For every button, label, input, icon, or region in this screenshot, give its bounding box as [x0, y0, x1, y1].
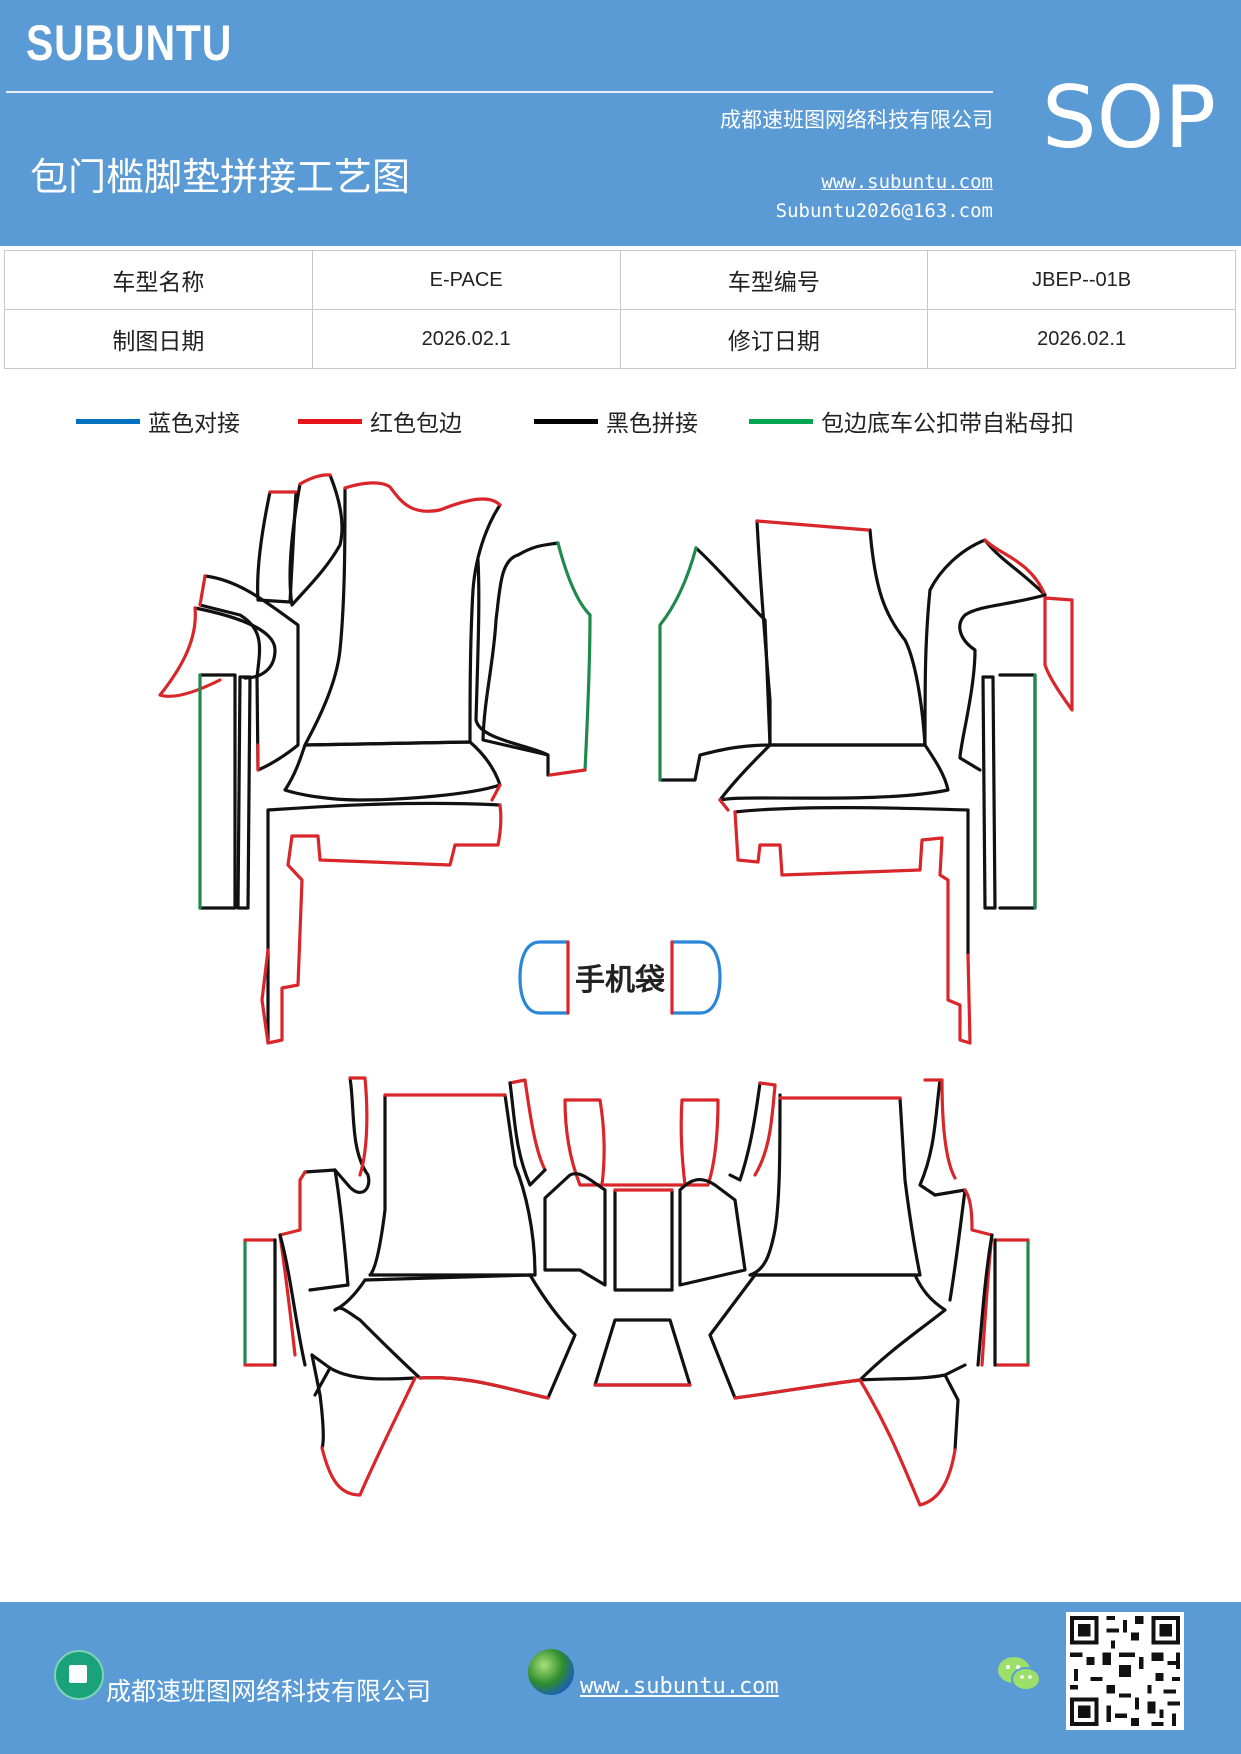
brand-logo: SUBUNTU	[26, 15, 233, 71]
header-divider	[6, 91, 993, 93]
right-front-mat	[658, 519, 1074, 1045]
website-link[interactable]: www.subuntu.com	[821, 171, 993, 193]
qr-code-icon	[1066, 1612, 1184, 1730]
wechat-icon	[998, 1657, 1041, 1691]
revise-date-value: 2026.02.1	[927, 309, 1236, 369]
legend-swatch-green	[749, 418, 813, 424]
footer-company-name: 成都速班图网络科技有限公司	[106, 1677, 432, 1706]
draw-date-label: 制图日期	[4, 309, 313, 369]
building-icon	[54, 1650, 104, 1700]
info-table: 车型名称 E-PACE 车型编号 JBEP--01B 制图日期 2026.02.…	[4, 250, 1236, 369]
model-code-label: 车型编号	[619, 250, 929, 310]
table-row: 车型名称 E-PACE 车型编号 JBEP--01B	[4, 250, 1236, 310]
legend-swatch-black	[534, 418, 598, 424]
color-legend: 蓝色对接 红色包边 黑色拼接 包边底车公扣带自粘母扣	[0, 404, 1241, 444]
contact-email: Subuntu2026@163.com	[775, 200, 993, 222]
legend-swatch-red	[298, 418, 362, 424]
legend-swatch-blue	[76, 418, 140, 424]
document-title: 包门槛脚垫拼接工艺图	[30, 155, 411, 199]
legend-label: 蓝色对接	[148, 411, 240, 437]
footer-website-link[interactable]: www.subuntu.com	[580, 1674, 779, 1699]
revise-date-label: 修订日期	[619, 309, 929, 369]
footer-banner: 成都速班图网络科技有限公司 www.subuntu.com	[0, 1602, 1241, 1754]
rear-mat	[243, 1076, 1030, 1507]
phone-pocket-label: 手机袋	[575, 963, 665, 998]
legend-label: 黑色拼接	[606, 411, 698, 437]
model-name-value: E-PACE	[311, 250, 621, 310]
sop-badge: SOP	[1042, 68, 1217, 168]
phone-pocket: 手机袋	[518, 940, 722, 1015]
legend-item-red: 红色包边	[298, 404, 462, 438]
table-row: 制图日期 2026.02.1 修订日期 2026.02.1	[4, 309, 1236, 369]
legend-label: 包边底车公扣带自粘母扣	[821, 411, 1074, 437]
legend-item-black: 黑色拼接	[534, 404, 698, 438]
legend-item-green: 包边底车公扣带自粘母扣	[749, 404, 1074, 438]
globe-icon	[528, 1649, 574, 1695]
draw-date-value: 2026.02.1	[311, 309, 621, 369]
legend-label: 红色包边	[370, 411, 462, 437]
header-banner: SUBUNTU SOP 成都速班图网络科技有限公司 包门槛脚垫拼接工艺图 www…	[0, 0, 1241, 246]
model-name-label: 车型名称	[4, 250, 313, 310]
legend-item-blue: 蓝色对接	[76, 404, 240, 438]
left-front-mat	[158, 473, 592, 1045]
model-code-value: JBEP--01B	[927, 250, 1236, 310]
company-name: 成都速班图网络科技有限公司	[720, 108, 993, 132]
